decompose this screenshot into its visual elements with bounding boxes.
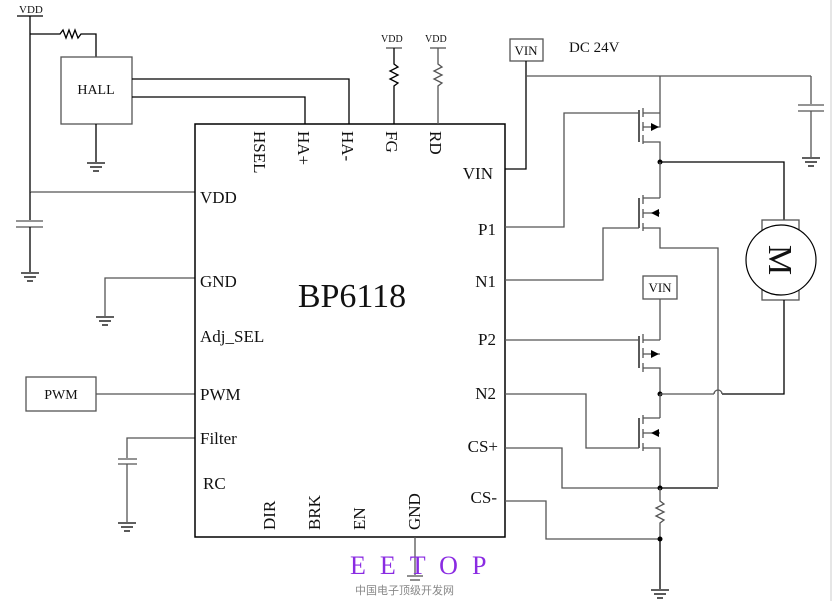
vdd-fg-label: VDD — [381, 34, 403, 45]
vdd-capacitor-icon — [16, 220, 43, 228]
sense-resistor — [654, 488, 666, 539]
wire-motor-top — [660, 161, 785, 220]
pin-pwm: PWM — [200, 385, 241, 404]
pin-p2: P2 — [478, 330, 496, 349]
pin-vin: VIN — [463, 164, 493, 183]
vdd-rd-label: VDD — [425, 34, 447, 45]
vin-top-label: VIN — [514, 43, 538, 58]
pin-fg: FG — [382, 131, 401, 153]
pwm-source-label: PWM — [44, 388, 78, 403]
pin-cs-plus: CS+ — [468, 437, 498, 456]
mosfet-n1-icon — [638, 162, 719, 487]
supply-label: DC 24V — [569, 40, 620, 56]
wire-filter-pin — [126, 437, 195, 458]
hall-pullup-resistor — [30, 28, 97, 57]
vdd-label: VDD — [19, 4, 43, 16]
wire-hall-ha-plus — [132, 96, 306, 124]
bulk-capacitor-icon — [798, 104, 824, 112]
pin-brk: BRK — [305, 494, 324, 530]
wire-gnd-pin — [104, 277, 195, 316]
pin-n1: N1 — [475, 272, 496, 291]
pin-rd: RD — [426, 131, 445, 155]
pin-ha-plus: HA+ — [294, 131, 313, 165]
wire-cs-plus — [505, 447, 660, 489]
rd-pullup-resistor — [432, 48, 444, 124]
pin-p1: P1 — [478, 220, 496, 239]
chip-body — [194, 123, 506, 538]
pin-gnd-bottom: GND — [405, 493, 424, 530]
ground-icon — [407, 575, 423, 581]
mosfet-p2-icon — [638, 299, 661, 394]
pin-en: EN — [350, 507, 369, 530]
wire-crossover — [713, 389, 723, 395]
vin-mid-label: VIN — [648, 280, 672, 295]
ground-icon — [651, 589, 669, 599]
watermark-subtitle: 中国电子顶级开发网 — [355, 583, 454, 597]
pin-ha-minus: HA- — [338, 131, 357, 162]
wire-cs-minus — [505, 500, 660, 540]
mosfet-p1-icon — [638, 76, 661, 162]
wire-p1 — [505, 112, 639, 228]
pin-n2: N2 — [475, 384, 496, 403]
wire-n2 — [505, 393, 639, 449]
wire-hall-ha-minus — [132, 78, 350, 124]
motor-icon — [745, 224, 817, 296]
motor-label: M — [761, 245, 798, 275]
pin-adj-sel: Adj_SEL — [200, 327, 264, 346]
pin-vdd: VDD — [200, 188, 237, 207]
pin-hsel: HSEL — [250, 131, 269, 174]
ground-icon — [118, 522, 136, 532]
ground-icon — [87, 162, 105, 172]
pin-cs-minus: CS- — [471, 488, 498, 507]
ground-icon — [802, 157, 820, 167]
hall-label: HALL — [77, 83, 114, 98]
watermark-brand: EETOP — [350, 551, 500, 580]
wire-vin-pin — [505, 61, 527, 170]
chip-name: BP6118 — [298, 278, 406, 315]
wire-n1 — [505, 227, 639, 281]
pin-gnd: GND — [200, 272, 237, 291]
mosfet-n2-icon — [638, 394, 661, 487]
pin-dir: DIR — [260, 500, 279, 530]
ground-icon — [21, 272, 39, 282]
pin-filter: Filter — [200, 429, 237, 448]
ground-icon — [96, 316, 114, 326]
pin-rc: RC — [203, 474, 226, 493]
fg-pullup-resistor — [388, 48, 400, 124]
wire-motor-bottom — [722, 300, 785, 395]
filter-capacitor-icon — [118, 458, 137, 465]
